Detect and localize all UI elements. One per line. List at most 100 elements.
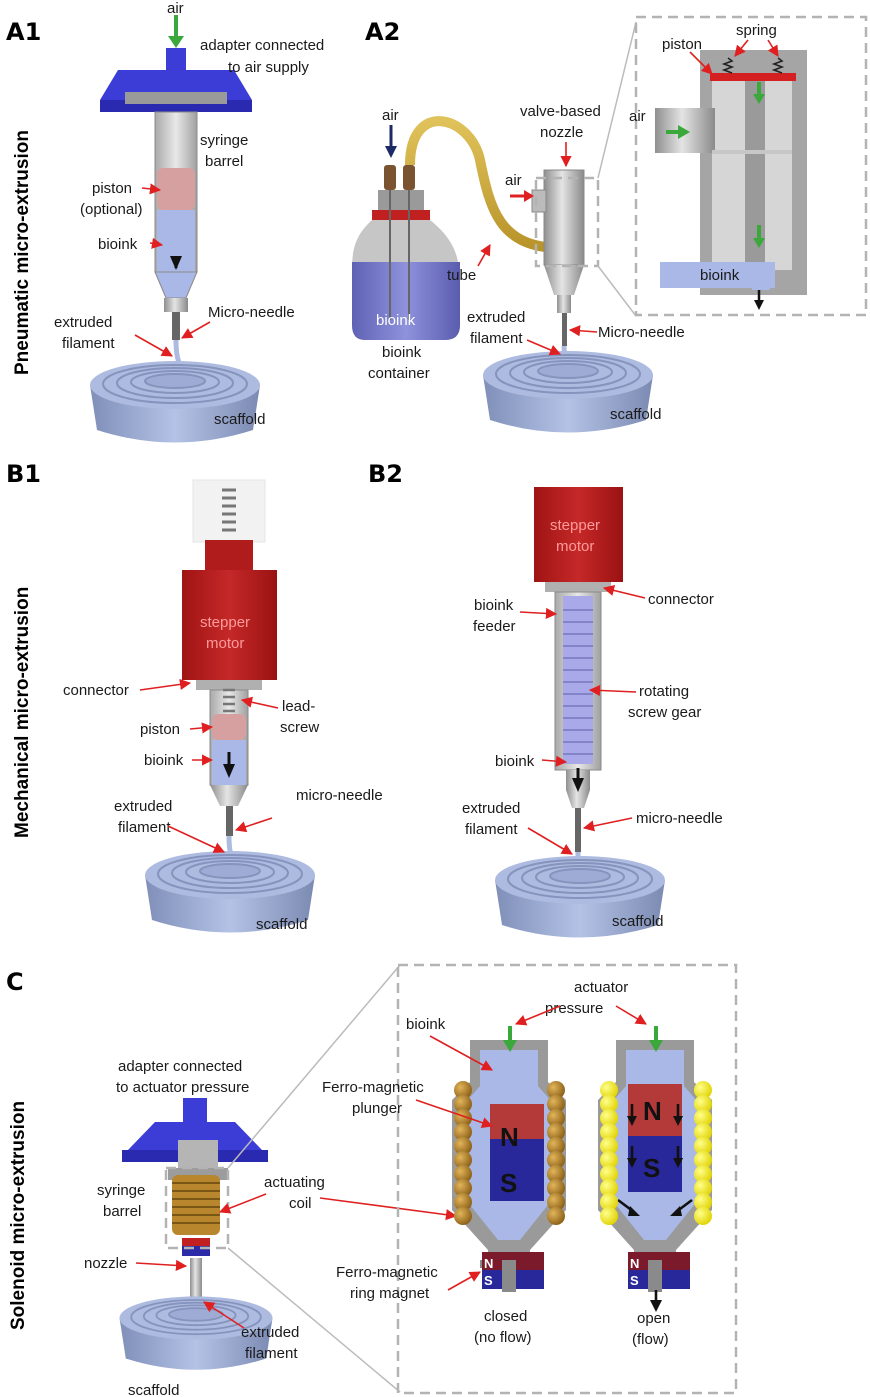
- side-title-mechanical: Mechanical micro-extrusion: [12, 587, 33, 838]
- c-nozzle-label: nozzle: [84, 1255, 127, 1272]
- side-title-pneumatic: Pneumatic micro-extrusion: [12, 130, 33, 375]
- b1-motor-label-1: stepper: [200, 614, 250, 631]
- a2-inset-piston-label: piston: [662, 36, 702, 53]
- c-scaffold-label: scaffold: [128, 1382, 179, 1397]
- c-valve-closed: [452, 1026, 566, 1292]
- panel-label-c: C: [6, 968, 24, 996]
- c-ring-magnet-label-2: ring magnet: [350, 1285, 430, 1302]
- c-actuator-pressure-label-2: pressure: [545, 1000, 603, 1017]
- coil-turn: [694, 1109, 712, 1127]
- b1-micro-needle-label: micro-needle: [296, 787, 383, 804]
- c-closed-label-1: closed: [484, 1308, 527, 1325]
- a2-valve-nozzle: [510, 169, 600, 359]
- coil-turn: [547, 1095, 565, 1113]
- b1-motor-label-2: motor: [206, 635, 244, 652]
- panel-label-b2: B2: [368, 460, 403, 488]
- coil-turn: [454, 1165, 472, 1183]
- c-solenoid-assembly: [122, 1098, 268, 1312]
- a1-air-label: air: [167, 0, 184, 17]
- coil-turn: [694, 1207, 712, 1225]
- b1-lead-screw-label-1: lead-: [282, 698, 315, 715]
- c-closed-ring-north: N: [484, 1256, 493, 1271]
- a2-inset-spring-label: spring: [736, 22, 777, 39]
- c-syringe-barrel-label-2: barrel: [103, 1203, 141, 1220]
- coil-turn: [694, 1095, 712, 1113]
- a1-micro-needle-label: Micro-needle: [208, 304, 295, 321]
- coil-turn: [694, 1193, 712, 1211]
- a2-inset-bioink-label: bioink: [700, 267, 740, 284]
- a2-valve-nozzle-label-1: valve-based: [520, 103, 601, 120]
- a2-inset-frame: [634, 15, 868, 317]
- b1-lead-screw-label-2: screw: [280, 719, 319, 736]
- c-adapter-label-1: adapter connected: [118, 1058, 242, 1075]
- coil-turn: [454, 1137, 472, 1155]
- coil-turn: [600, 1095, 618, 1113]
- panel-label-b1: B1: [6, 460, 41, 488]
- c-open-ring-south: S: [630, 1273, 639, 1288]
- b1-connector-label: connector: [63, 682, 129, 699]
- coil-turn: [600, 1179, 618, 1197]
- b2-bioink-feeder-label-1: bioink: [474, 597, 514, 614]
- c-bioink-label: bioink: [406, 1016, 446, 1033]
- coil-turn: [454, 1193, 472, 1211]
- panel-label-a1: A1: [6, 18, 41, 46]
- a1-syringe-assembly: [89, 15, 261, 444]
- coil-turn: [600, 1165, 618, 1183]
- coil-turn: [600, 1137, 618, 1155]
- a1-piston-label-1: piston: [92, 180, 132, 197]
- b2-rotating-screw-label-2: screw gear: [628, 704, 701, 721]
- a1-extruded-filament-label-1: extruded: [54, 314, 112, 331]
- coil-turn: [694, 1123, 712, 1141]
- coil-turn: [600, 1109, 618, 1127]
- b1-scaffold-label: scaffold: [256, 916, 307, 933]
- c-closed-south: S: [500, 1168, 517, 1198]
- b2-scaffold-label: scaffold: [612, 913, 663, 930]
- coil-turn: [600, 1123, 618, 1141]
- a1-adapter-label-2: to air supply: [228, 59, 309, 76]
- a2-tube-label: tube: [447, 267, 476, 284]
- coil-turn: [454, 1109, 472, 1127]
- a2-inset-air-label: air: [629, 108, 646, 125]
- c-open-north: N: [643, 1096, 662, 1126]
- a2-air-side-label: air: [505, 172, 522, 189]
- coil-turn: [694, 1179, 712, 1197]
- a1-syringe-barrel-label-2: barrel: [205, 153, 243, 170]
- coil-turn: [547, 1151, 565, 1169]
- c-open-ring-north: N: [630, 1256, 639, 1271]
- coil-turn: [547, 1207, 565, 1225]
- coil-turn: [547, 1179, 565, 1197]
- coil-turn: [547, 1109, 565, 1127]
- b2-screw-assembly: [534, 487, 623, 862]
- coil-turn: [600, 1151, 618, 1169]
- c-open-label-1: open: [637, 1310, 670, 1327]
- coil-turn: [694, 1151, 712, 1169]
- coil-turn: [547, 1137, 565, 1155]
- a1-syringe-barrel-label-1: syringe: [200, 132, 248, 149]
- c-valve-open: [598, 1026, 712, 1312]
- a2-valve-nozzle-label-2: nozzle: [540, 124, 583, 141]
- c-extruded-filament-label-1: extruded: [241, 1324, 299, 1341]
- b1-mechanical-assembly: [182, 479, 277, 857]
- a2-inset-valve-cutaway: [655, 50, 807, 310]
- b2-extruded-filament-label-1: extruded: [462, 800, 520, 817]
- a2-air-top-label: air: [382, 107, 399, 124]
- c-extruded-filament-label-2: filament: [245, 1345, 298, 1362]
- a2-bioink-container: [351, 125, 460, 340]
- b2-motor-label-2: motor: [556, 538, 594, 555]
- a1-piston-label-2: (optional): [80, 201, 143, 218]
- a1-scaffold-label: scaffold: [214, 411, 265, 428]
- b2-connector-label: connector: [648, 591, 714, 608]
- a1-extruded-filament-label-2: filament: [62, 335, 115, 352]
- coil-turn: [694, 1081, 712, 1099]
- c-actuating-coil-label-2: coil: [289, 1195, 312, 1212]
- a1-adapter-label-1: adapter connected: [200, 37, 324, 54]
- c-closed-label-2: (no flow): [474, 1329, 532, 1346]
- a2-extruded-filament-label-2: filament: [470, 330, 523, 347]
- b2-motor-label-1: stepper: [550, 517, 600, 534]
- b2-bioink-feeder-label-2: feeder: [473, 618, 516, 635]
- coil-turn: [600, 1081, 618, 1099]
- c-inset-frame: [396, 963, 738, 1395]
- panel-label-a2: A2: [365, 18, 400, 46]
- c-adapter-label-2: to actuator pressure: [116, 1079, 249, 1096]
